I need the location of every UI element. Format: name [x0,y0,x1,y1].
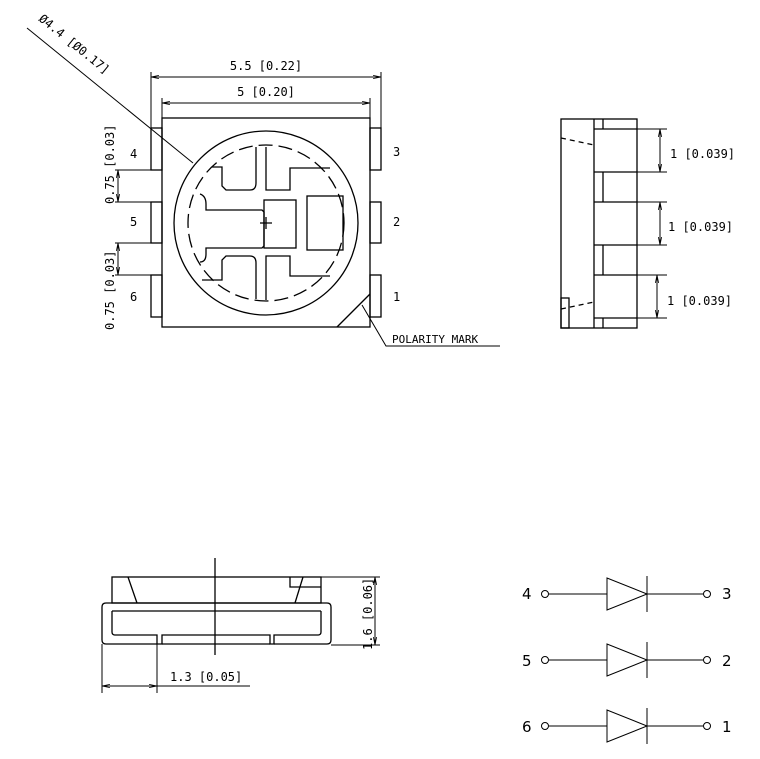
pin-label-6: 6 [130,290,137,304]
pad-1 [369,274,382,318]
pin-label-3: 3 [393,145,400,159]
lead-frame [199,147,344,300]
pin-label-5: 5 [130,215,137,229]
top-view: Ø4.4 [Ø0.17] 5.5 [0.22] 5 [0.20] 0.75 [0… [26,11,500,347]
schematic: 4 3 5 2 6 1 [522,576,732,744]
pad-5 [150,201,163,244]
polarity-mark-line [336,293,371,328]
side-view: 1 [0.039] 1 [0.039] 1 [0.039] [560,118,735,329]
diode-row: 5 2 [522,642,732,678]
cathode-pin-label: 2 [722,652,732,670]
cathode-pin-label: 3 [722,585,732,603]
pad-3 [369,127,382,171]
pin-label-1: 1 [393,290,400,304]
outer-width-label: 5.5 [0.22] [230,59,302,73]
front-view: 1.6 [0.06] 1.3 [0.05] [101,558,380,693]
pad-gap-label-2: 0.75 [0.03] [103,251,117,330]
polarity-leader [361,304,500,347]
diode-row: 6 1 [522,708,732,744]
diameter-leader [26,27,194,164]
anode-pin-label: 5 [522,652,532,670]
height-label: 1.6 [0.06] [361,578,375,650]
side-dim-label-2: 1 [0.039] [668,220,733,234]
pad-gap-label-1: 0.75 [0.03] [103,125,117,204]
side-dim-label-1: 1 [0.039] [670,147,735,161]
lens-inner-dashed-circle [187,144,345,302]
pad-2 [369,201,382,244]
diode-row: 4 3 [522,576,732,612]
pad-4 [150,127,163,171]
pad-6 [150,274,163,318]
lens-outer-circle [173,130,359,316]
polarity-label: POLARITY MARK [392,333,478,346]
pin-label-2: 2 [393,215,400,229]
anode-pin-label: 4 [522,585,532,603]
pin-label-4: 4 [130,147,137,161]
center-cross [260,217,272,229]
cathode-pin-label: 1 [722,718,732,736]
pad-width-label: 1.3 [0.05] [170,670,242,684]
anode-pin-label: 6 [522,718,532,736]
inner-width-label: 5 [0.20] [237,85,295,99]
side-dim-label-3: 1 [0.039] [667,294,732,308]
